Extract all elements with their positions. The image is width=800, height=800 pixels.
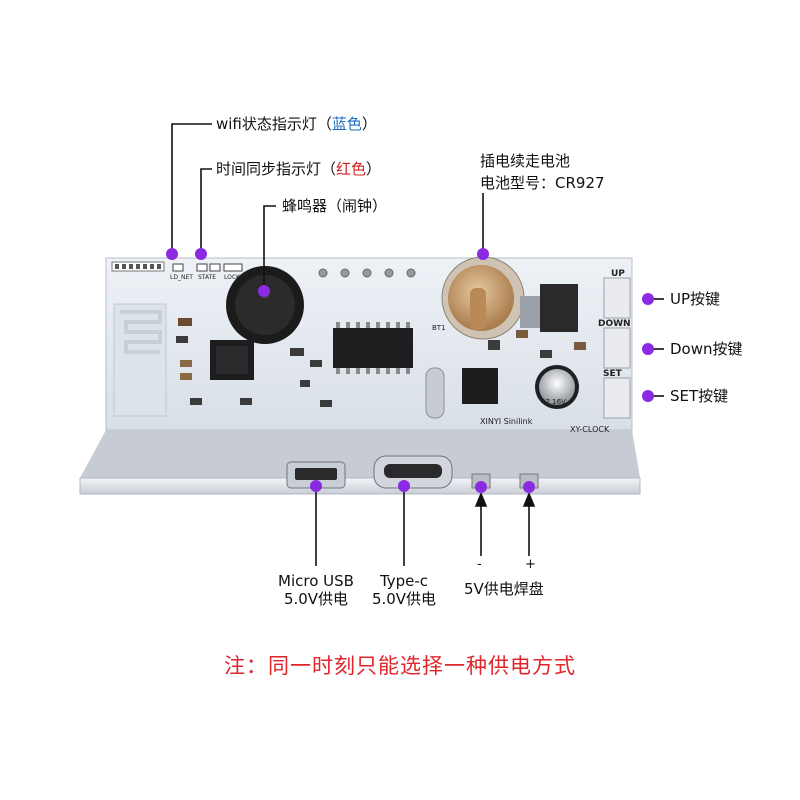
coin-battery — [441, 256, 525, 340]
marker-sync — [195, 248, 207, 260]
silk-lock: LOCK — [224, 274, 241, 281]
silk-led-net: LD_NET — [170, 274, 193, 281]
marker-pad-minus — [475, 481, 487, 493]
silk-bt1: BT1 — [432, 324, 446, 332]
small-components — [176, 318, 586, 407]
label-plus: + — [525, 557, 536, 572]
power-note: 注：同一时刻只能选择一种供电方式 — [224, 654, 576, 678]
label-set-button: SET按键 — [670, 387, 729, 405]
pad-arrows — [474, 491, 536, 556]
label-sync-led: 时间同步指示灯（红色） — [216, 160, 381, 178]
wifi-chip — [210, 340, 254, 380]
driver-ic — [333, 322, 413, 374]
label-micro-usb-line2: 5.0V供电 — [283, 590, 349, 608]
marker-battery — [477, 248, 489, 260]
label-sync-text: 时间同步指示灯（ — [216, 160, 337, 178]
label-micro-usb: Micro USB 5.0V供电 — [252, 572, 380, 608]
rtc-chip — [462, 368, 498, 404]
voltage-regulator — [520, 284, 578, 332]
label-type-c: Type-c 5.0V供电 — [350, 572, 458, 608]
label-power-pads: 5V供电焊盘 — [464, 580, 544, 598]
pin-holes — [318, 268, 416, 278]
label-sync-close: ） — [366, 160, 382, 178]
label-buzzer: 蜂鸣器（闹钟） — [282, 197, 388, 215]
label-type-c-line2: 5.0V供电 — [371, 590, 437, 608]
marker-micro-usb — [310, 480, 322, 492]
capacitor — [535, 365, 579, 409]
label-up-button: UP按键 — [670, 290, 721, 308]
type-c-port — [373, 455, 453, 489]
markers — [166, 248, 654, 493]
buzzer — [226, 266, 304, 344]
silk-up: UP — [611, 269, 625, 279]
silk-cap: 47 16V — [541, 398, 566, 406]
marker-wifi — [166, 248, 178, 260]
label-micro-usb-line1: Micro USB — [278, 572, 354, 590]
label-wifi-led: wifi状态指示灯（蓝色） — [216, 115, 377, 133]
wifi-antenna — [113, 303, 167, 417]
label-sync-color: 红色 — [336, 160, 367, 178]
marker-type-c — [398, 480, 410, 492]
label-down-button: Down按键 — [670, 340, 743, 358]
marker-pad-plus — [523, 481, 535, 493]
side-switches — [603, 277, 631, 419]
silk-state: STATE — [198, 274, 216, 281]
marker-buzzer — [258, 285, 270, 297]
label-wifi-close: ） — [361, 115, 377, 133]
marker-up — [642, 293, 654, 305]
crystal — [425, 367, 445, 419]
silk-brand: XINYI Sinilink — [480, 417, 533, 426]
header-pins — [111, 261, 165, 272]
label-battery-line2: 电池型号：CR927 — [480, 174, 605, 192]
label-wifi-text: wifi状态指示灯（ — [216, 115, 332, 133]
label-battery-line1: 插电续走电池 — [480, 152, 571, 170]
silk-set: SET — [603, 369, 623, 379]
label-minus: - — [477, 557, 482, 572]
status-leds — [172, 263, 243, 272]
micro-usb-port — [286, 461, 346, 489]
marker-set — [642, 390, 654, 402]
marker-down — [642, 343, 654, 355]
label-wifi-color: 蓝色 — [331, 115, 362, 133]
silk-down: DOWN — [598, 319, 631, 329]
label-type-c-line1: Type-c — [379, 572, 429, 590]
silk-model: XY-CLOCK — [570, 425, 610, 434]
